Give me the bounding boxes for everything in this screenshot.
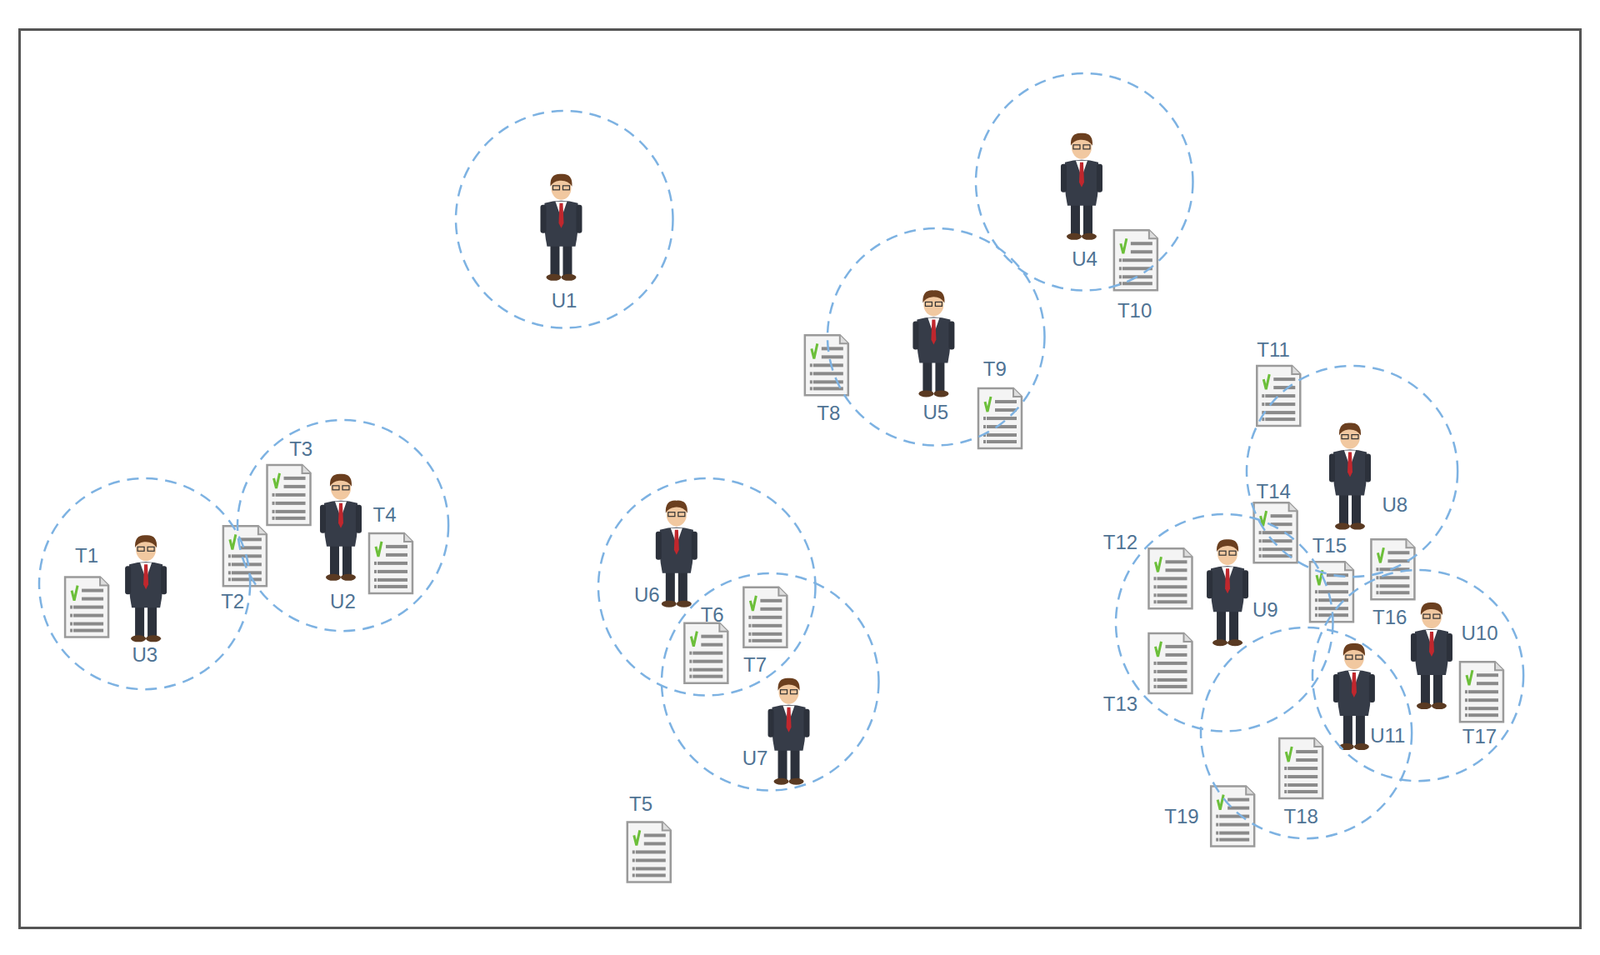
user-figure <box>1206 539 1249 646</box>
range-circle: U8 <box>1245 364 1460 579</box>
user-figure <box>1060 133 1103 240</box>
task-icon <box>978 388 1022 449</box>
task-label: T4 <box>373 505 397 525</box>
user-figure <box>1329 423 1371 530</box>
user-label: U1 <box>551 290 578 311</box>
range-circle: U2 <box>235 418 450 633</box>
range-circle: U5 <box>825 226 1046 447</box>
user-figure <box>912 290 955 397</box>
user-label: U10 <box>1460 623 1498 644</box>
task-label: T17 <box>1462 726 1497 747</box>
task-icon <box>1148 548 1192 609</box>
range-circle: U10 <box>1310 568 1525 783</box>
user-figure <box>540 174 582 281</box>
user-label: U9 <box>1252 600 1279 620</box>
task-icon <box>743 587 787 648</box>
user-figure <box>655 500 698 608</box>
user-label: U8 <box>1382 495 1409 515</box>
task-icon <box>627 821 671 882</box>
task-icon <box>1460 661 1504 722</box>
user-figure <box>768 678 810 785</box>
task-icon <box>1148 633 1192 694</box>
user-figure <box>1333 643 1375 750</box>
task-label: T10 <box>1117 300 1152 321</box>
task-label: T19 <box>1164 806 1199 827</box>
user-label: U4 <box>1071 249 1098 270</box>
task-label: T8 <box>816 403 840 424</box>
task-icon <box>223 525 267 586</box>
task-label: T7 <box>743 655 767 675</box>
task-icon <box>1114 230 1158 290</box>
user-label: U7 <box>742 748 769 769</box>
range-outline <box>660 571 880 792</box>
task-label: T18 <box>1284 806 1319 827</box>
task-icon <box>1256 365 1300 426</box>
task-icon <box>369 533 413 594</box>
task-label: T11 <box>1256 340 1290 360</box>
task-label: T5 <box>629 794 653 815</box>
task-label: T6 <box>700 605 725 625</box>
user-figure <box>1410 602 1453 710</box>
task-icon <box>65 577 109 638</box>
task-label: T2 <box>220 591 245 612</box>
task-label: T13 <box>1103 694 1138 715</box>
user-figure <box>320 474 362 581</box>
range-circle: U6 <box>596 476 817 697</box>
user-label: U11 <box>1370 725 1405 746</box>
task-icon <box>1279 738 1323 799</box>
range-circle: U1 <box>454 109 675 330</box>
task-icon <box>684 623 728 684</box>
task-label: T15 <box>1312 535 1347 556</box>
task-label: T9 <box>983 359 1007 380</box>
range-outline <box>596 476 817 697</box>
task-label: T12 <box>1103 532 1138 553</box>
user-figure <box>125 535 167 642</box>
task-label: T16 <box>1372 607 1407 628</box>
range-circle: U3 <box>37 476 252 691</box>
task-icon <box>1210 786 1255 847</box>
user-label: U3 <box>132 645 159 665</box>
task-icon <box>267 465 311 525</box>
range-outline <box>1114 512 1335 733</box>
task-icon <box>1254 502 1298 563</box>
range-outline <box>1310 568 1525 783</box>
range-circle: U9 <box>1114 512 1335 733</box>
range-circle: U7 <box>660 571 880 792</box>
task-label: T3 <box>289 439 313 460</box>
user-label: U6 <box>634 585 660 605</box>
range-circle: U4 <box>974 71 1195 292</box>
task-label: T14 <box>1255 481 1290 502</box>
user-label: U5 <box>923 402 950 423</box>
range-outline <box>1245 364 1460 579</box>
task-label: T1 <box>75 545 99 566</box>
user-label: U2 <box>330 591 356 612</box>
